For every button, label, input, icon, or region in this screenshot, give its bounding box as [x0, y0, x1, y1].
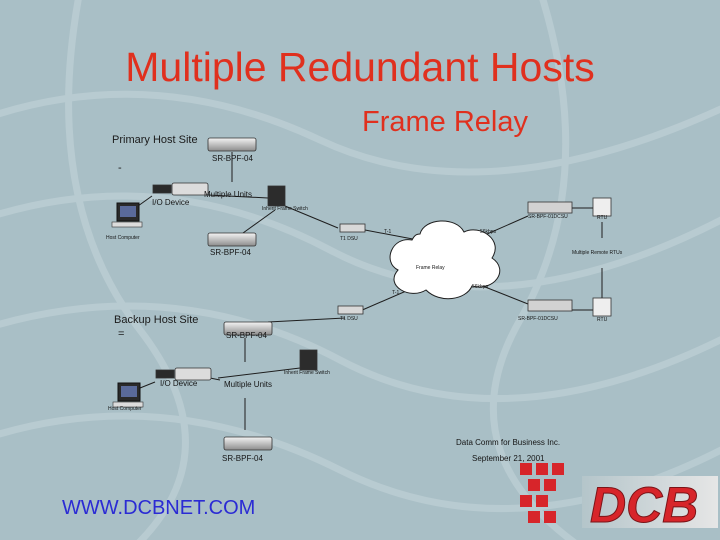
presentation-date: September 21, 2001	[472, 454, 545, 463]
primary-switch-label: Inherit Frame Switch	[262, 206, 308, 212]
backup-io-device-label: I/O Device	[160, 379, 198, 388]
primary-io-device-label: I/O Device	[152, 198, 190, 207]
primary-srbpf-lower-label: SR-BPF-04	[210, 248, 251, 257]
srbpf-04-primary-lower-device	[207, 232, 257, 247]
primary-t1-label: T-1	[384, 229, 392, 235]
speed-top-label: 56kbps	[480, 229, 497, 235]
primary-srbpf-label: SR-BPF-04	[212, 154, 253, 163]
backup-site-label: Backup Host Site	[114, 314, 199, 326]
srbpf-04-primary-device	[207, 137, 257, 152]
frame-switch-primary	[267, 185, 286, 207]
backup-switch-label: Inherit Frame Switch	[284, 370, 330, 376]
rtu-top-device	[592, 197, 612, 217]
website-url: WWW.DCBNET.COM	[62, 497, 256, 519]
host-computer-primary-icon	[111, 202, 143, 228]
backup-t1-label: T-1	[392, 290, 400, 296]
line-io-to-host-backup	[139, 381, 156, 389]
line-t1dsu-to-cloud	[364, 229, 419, 241]
csu-top-device	[527, 201, 573, 214]
dcb-logo-lettering: DCB	[590, 477, 698, 533]
primary-t1dsu-label: T1 DSU	[340, 236, 358, 242]
t1-dsu-backup	[337, 305, 364, 315]
line-switch-to-srbpf	[242, 209, 276, 234]
csu-top-label: SR-BPF-01DCSU	[528, 214, 568, 220]
backup-t1dsu-label: T1 DSU	[340, 316, 358, 322]
backup-multiple-units-label: Multiple Units	[224, 380, 273, 389]
primary-multiple-units-label: Multiple Units	[204, 190, 253, 199]
io-device-backup	[155, 369, 175, 379]
frame-relay-cloud	[389, 220, 501, 300]
host-computer-backup-icon	[112, 382, 144, 408]
multiple-units-primary-device	[171, 182, 209, 196]
line-switch-to-t1dsu	[284, 205, 339, 229]
remote-rtus-label: Multiple Remote RTUs	[572, 250, 623, 256]
frame-relay-cloud-label: Frame Relay	[416, 265, 445, 271]
backup-srbpf-label: SR-BPF-04	[226, 331, 267, 340]
rtu-top-label: RTU	[597, 215, 608, 221]
srbpf-04-backup-device	[223, 321, 273, 336]
primary-site-marker: -	[118, 162, 122, 174]
primary-host-computer-label: Host Computer	[106, 235, 140, 241]
backup-site-marker: =	[118, 328, 125, 340]
io-device-primary	[152, 184, 172, 194]
dcb-logo-icon: DCB	[520, 463, 718, 534]
csu-bottom-device	[527, 299, 573, 312]
csu-bottom-label: SR-BPF-01DCSU	[518, 316, 558, 322]
rtu-bottom-label: RTU	[597, 317, 608, 323]
backup-host-computer-label: Host Computer	[108, 406, 142, 412]
primary-site-label: Primary Host Site	[112, 134, 198, 146]
frame-switch-backup	[299, 349, 318, 371]
srbpf-04-bottom-device	[223, 436, 273, 451]
page-subtitle: Frame Relay	[362, 106, 528, 138]
line-units-to-switch	[207, 194, 269, 199]
speed-bottom-label: 56kbps	[472, 284, 489, 290]
line-t1dsu-to-srbpf-backup	[267, 317, 346, 323]
page-title: Multiple Redundant Hosts	[125, 44, 595, 90]
t1-dsu-primary	[339, 223, 366, 233]
rtu-bottom-device	[592, 297, 612, 317]
line-switch-to-units-backup	[217, 367, 301, 379]
backup-srbpf-bottom-label: SR-BPF-04	[222, 454, 263, 463]
line-io-to-host	[137, 195, 153, 207]
company-name: Data Comm for Business Inc.	[456, 438, 561, 447]
multiple-units-backup-device	[174, 367, 212, 381]
